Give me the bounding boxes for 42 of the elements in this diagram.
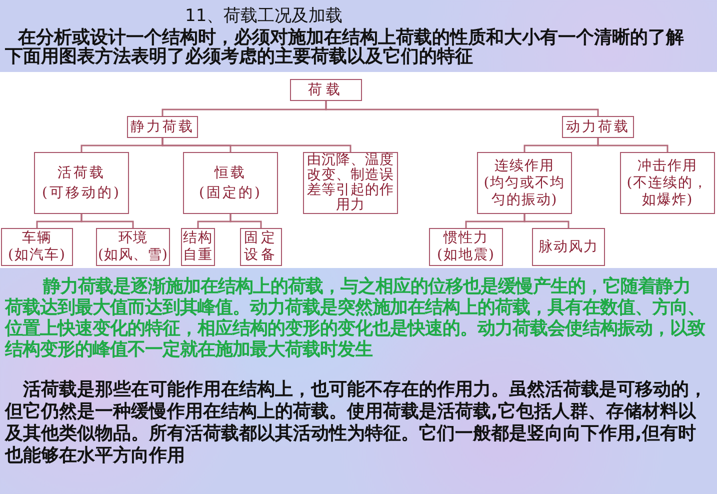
category-box: [127, 116, 198, 138]
category-name: 环境: [118, 230, 148, 247]
category-name: 静力荷载: [130, 118, 194, 136]
explanation-paragraph: 静力荷载是逐渐施加在结构上的荷载，与之相应的位移也是缓慢产生的，它随着静力荷载达到最大值而达到其峰值。动力荷载是突然施加在结构上的荷载，具有在数值、方向、位置上快速变化的特征，相应结构的变形的变化也是快速的。动力荷载会使结构振动，以致结构变形的峰值不一定就在施加最大荷载时发生: [5, 276, 706, 360]
category-name: 恒载: [214, 164, 246, 183]
category-box: [620, 152, 715, 214]
category-note: (固定的): [199, 184, 262, 203]
category-note: (如风、雪): [98, 247, 168, 264]
connector-line: [325, 101, 599, 116]
category-box: [1, 228, 73, 266]
category-name: 结构自重: [183, 230, 213, 264]
category-box: [477, 152, 572, 214]
slide-title: 11、荷载工况及加载: [185, 6, 343, 26]
category-name: 由沉降、温度改变、制造误差等引起的作用力: [306, 153, 395, 213]
category-name: 动力荷载: [566, 118, 630, 136]
category-name: 固定设备: [243, 230, 279, 264]
category-note: (如地震): [437, 247, 495, 264]
category-note: (均匀或不均匀的振动): [482, 174, 566, 208]
category-box: [34, 152, 129, 214]
category-note: (不连续的，如爆炸): [626, 174, 710, 208]
category-box: [290, 79, 362, 101]
category-box: [429, 228, 503, 266]
category-name: 车辆: [22, 230, 52, 247]
category-name: 脉动风力: [538, 238, 598, 256]
category-name: 荷载: [308, 81, 344, 99]
category-box: [562, 116, 634, 138]
connector-line: [524, 214, 570, 228]
connector-line: [597, 138, 668, 152]
category-box: [183, 152, 278, 214]
explanation-paragraph: 活荷载是那些在可能作用在结构上，也可能不存在的作用力。虽然活荷载是可移动的，但它仍然是一种缓慢作用在结构上的荷载。使用荷载是活荷载,它包括人群、存储材料以及其他类似物品。所有活荷载都以其活动性为特征。它们一般都是竖向向下作用,但有时也能够在水平方向作用: [5, 379, 708, 467]
category-name: 活荷载: [58, 164, 106, 183]
connector-line: [162, 138, 352, 152]
category-note: (如汽车): [8, 247, 66, 264]
intro-text: 下面用图表方法表明了必须考虑的主要荷载以及它们的特征: [5, 47, 473, 67]
category-box: [96, 228, 170, 266]
category-box: [532, 228, 605, 266]
category-name: 惯性力: [444, 230, 488, 247]
category-name: 冲击作用: [638, 158, 698, 174]
category-note: (可移动的): [42, 184, 121, 203]
category-name: 连续作用: [494, 158, 554, 174]
connector-line: [230, 214, 262, 228]
connector-line: [80, 214, 134, 228]
